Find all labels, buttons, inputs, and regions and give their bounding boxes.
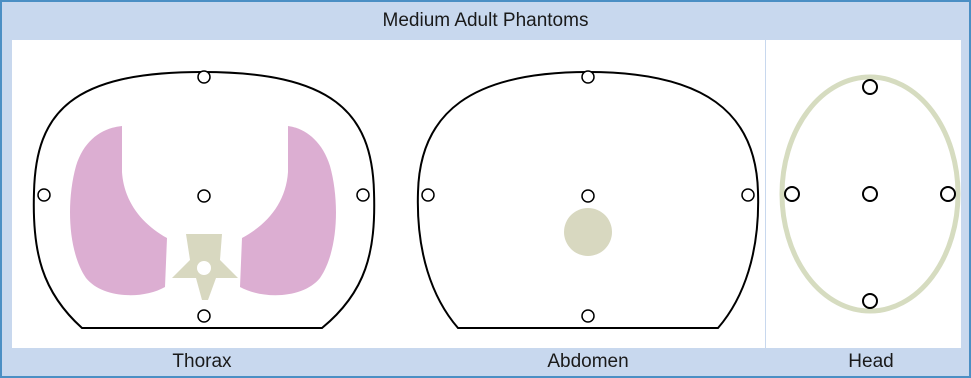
- caption-thorax: Thorax: [102, 348, 302, 376]
- thorax-probe-hole-top: [198, 71, 210, 83]
- abdomen-probe-hole-center: [582, 190, 594, 202]
- left-lung: [70, 126, 167, 295]
- caption-head: Head: [781, 348, 961, 376]
- abdomen-probe-hole-bottom: [582, 310, 594, 322]
- head-phantom: [782, 77, 958, 311]
- head-probe-hole-center: [863, 187, 877, 201]
- head-probe-hole-right: [941, 187, 955, 201]
- thorax-probe-hole-right: [357, 189, 369, 201]
- abdomen-probe-hole-top: [582, 71, 594, 83]
- abdomen-center-insert: [564, 208, 612, 256]
- thorax-phantom: [34, 71, 374, 328]
- right-lung: [240, 126, 336, 295]
- abdomen-probe-hole-left: [422, 189, 434, 201]
- head-probe-hole-top: [863, 80, 877, 94]
- caption-abdomen: Abdomen: [488, 348, 688, 376]
- spinal-canal: [197, 261, 211, 275]
- thorax-probe-hole-center: [198, 190, 210, 202]
- abdomen-probe-hole-right: [742, 189, 754, 201]
- head-probe-hole-bottom: [863, 294, 877, 308]
- head-probe-hole-left: [785, 187, 799, 201]
- abdomen-phantom: [418, 71, 758, 328]
- thorax-probe-hole-left: [38, 189, 50, 201]
- thorax-probe-hole-bottom: [198, 310, 210, 322]
